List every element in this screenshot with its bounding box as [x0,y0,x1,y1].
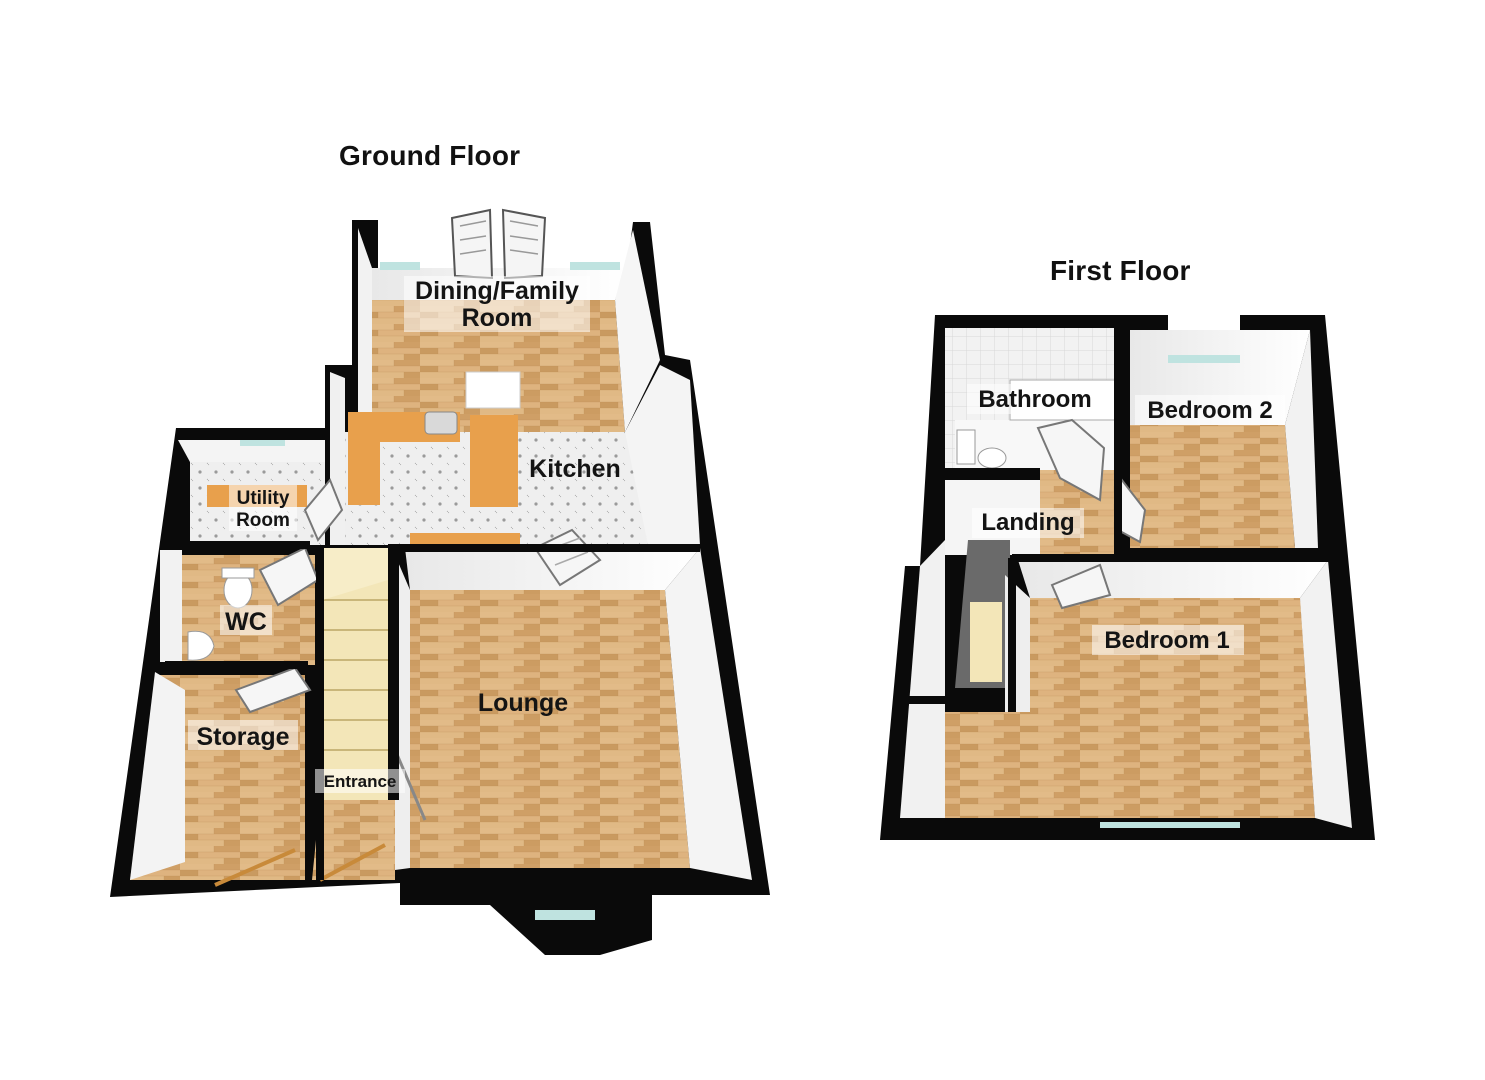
entrance-floor [312,800,395,880]
bathroom-toilet [977,447,1007,469]
lounge-label: Lounge [478,689,568,717]
storage-label: Storage [196,723,289,751]
door-kitchen-lounge[interactable] [533,528,602,587]
first-floor-left-wall [900,540,945,818]
dining-window-left [380,262,420,270]
lounge-floor [410,590,690,868]
dining-room-floor [372,300,625,432]
kitchen-hob-counter [410,533,520,545]
utility-window [240,440,285,446]
door-storage[interactable] [234,666,312,714]
bedroom2-label: Bedroom 2 [1147,397,1272,424]
utility-room-label-line2: Room [236,510,290,531]
storage-left-wall [130,672,185,880]
ground-floor-title: Ground Floor [339,140,521,171]
toilet-cistern [221,567,255,579]
room-labels: Dining/Family Room Kitchen Utility Room … [188,276,1285,793]
first-floor-title: First Floor [1050,255,1191,286]
lounge-bay-window [535,910,595,920]
bedroom1-right-wall [1300,560,1352,828]
dining-window-right [570,262,620,270]
entrance-label: Entrance [324,772,397,791]
bedroom1-label: Bedroom 1 [1104,627,1229,654]
lounge-right-wall [665,548,752,880]
kitchen-sink [424,411,458,435]
door-front[interactable] [214,843,386,887]
dining-room-label-line2: Room [462,304,533,332]
bedroom2-floor [1130,425,1295,548]
first-floor [880,315,1375,840]
kitchen-right-wall [625,365,700,545]
ground-floor-inner-walls [165,541,700,880]
basin-icon [187,630,215,661]
wc-left-wall [160,550,182,662]
dining-room-left-wall [358,228,372,432]
door-bedroom1[interactable] [1050,563,1112,610]
dining-room-label-line1: Dining/Family [415,277,579,305]
dining-room-right-wall [615,230,660,432]
french-doors[interactable] [450,208,547,280]
kitchen-label: Kitchen [529,455,621,483]
bedroom2-window [1168,355,1240,363]
staircase [322,548,388,808]
wc-label: WC [225,608,267,636]
first-floor-inner-walls [905,320,1330,712]
stairs-top [970,602,1002,682]
bathroom-basin [956,429,976,465]
bathroom-label: Bathroom [978,386,1091,413]
landing-label: Landing [981,509,1074,536]
bedroom2-right-wall [1285,330,1318,548]
door-bathroom[interactable] [1036,418,1106,502]
ground-floor [110,208,770,955]
door-utility[interactable] [303,478,344,542]
kitchen-island [470,415,518,507]
kitchen-island-top [465,371,521,409]
bedroom1-window [1100,822,1240,828]
utility-room-wall [178,440,325,462]
utility-room-label-line1: Utility [237,488,290,509]
